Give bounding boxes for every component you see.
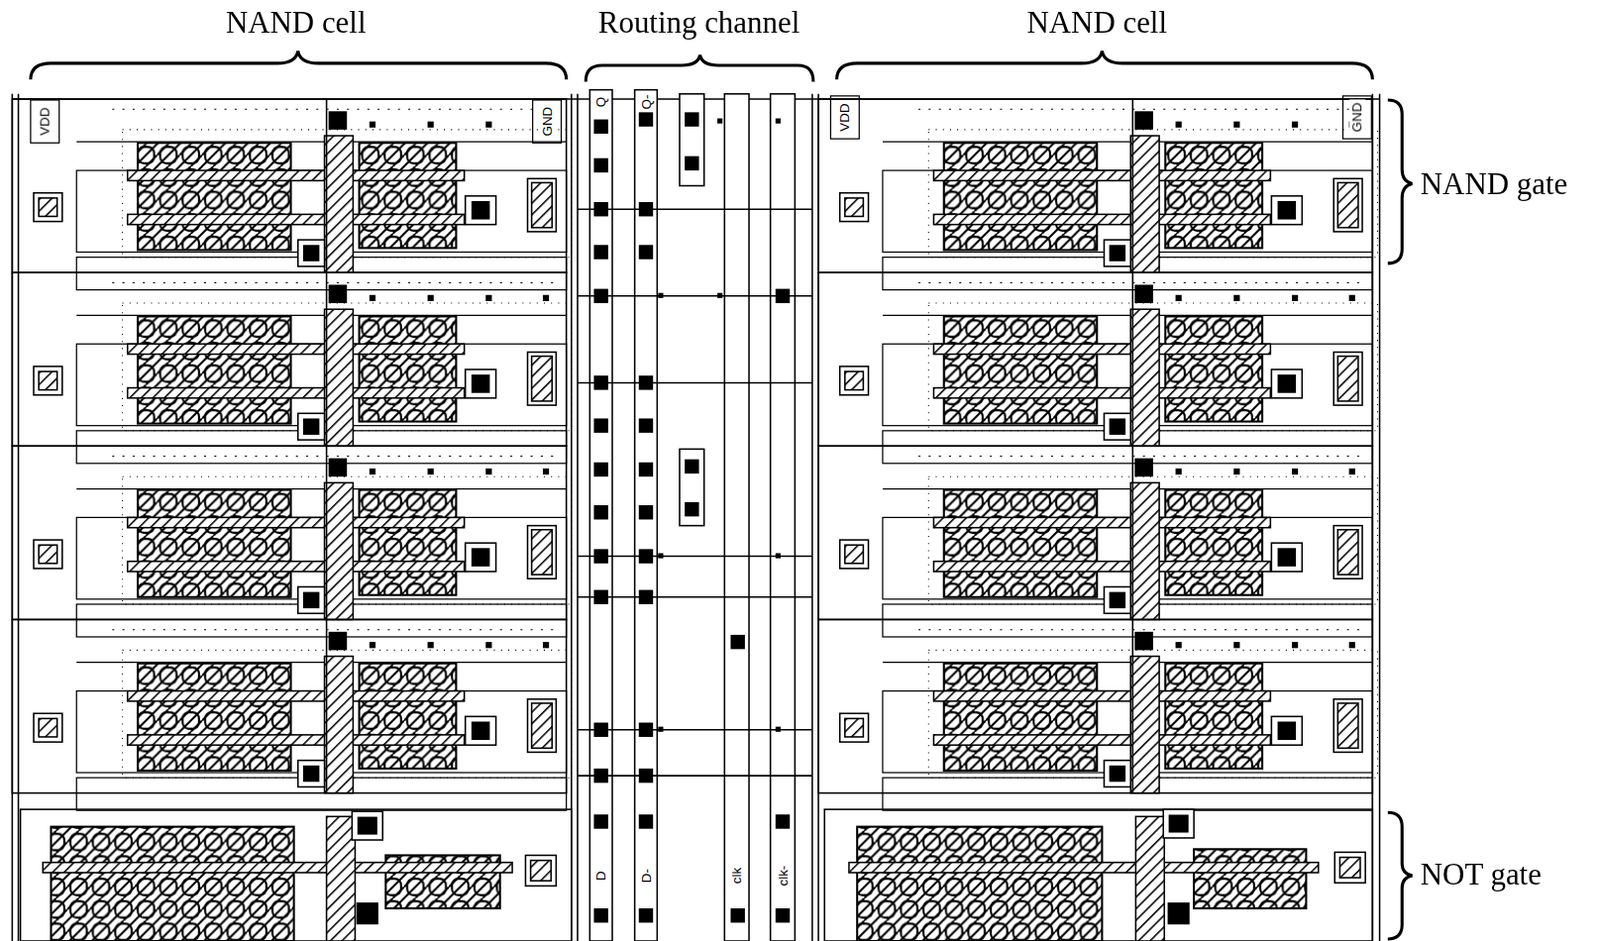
power-pin: VDD: [37, 105, 53, 137]
gate-label: NOT gate: [1420, 859, 1542, 891]
signal-name: Q: [593, 95, 609, 110]
signal-name: clk-: [774, 863, 790, 889]
power-pin: VDD: [837, 101, 853, 133]
ground-pin: GND: [538, 105, 554, 139]
signal-name: Q-: [638, 93, 653, 112]
ground-pin: GND: [1349, 101, 1365, 135]
signal-name: D: [593, 868, 609, 883]
signal-name: D-: [638, 866, 653, 885]
cell-title: NAND cell: [225, 6, 367, 38]
cell-title: NAND cell: [1026, 6, 1168, 38]
gate-label: NAND gate: [1420, 168, 1568, 200]
signal-name: clk: [729, 865, 745, 886]
channel-title: Routing channel: [598, 6, 800, 38]
